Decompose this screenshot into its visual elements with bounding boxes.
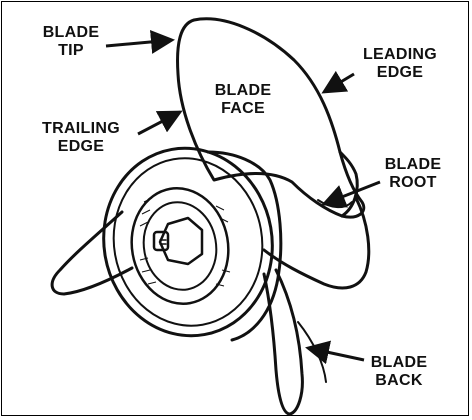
leading-edge-arrow bbox=[324, 74, 354, 92]
label-blade-root: BLADE ROOT bbox=[378, 156, 448, 192]
label-blade-back: BLADE BACK bbox=[364, 354, 434, 390]
label-blade-tip: BLADE TIP bbox=[36, 24, 106, 60]
trailing-edge-arrow bbox=[138, 112, 180, 134]
diagram-frame: BLADE TIP LEADING EDGE BLADE FACE TRAILI… bbox=[1, 1, 469, 416]
hub-nut bbox=[160, 218, 202, 264]
left-blade bbox=[52, 212, 132, 294]
label-blade-face: BLADE FACE bbox=[208, 82, 278, 118]
blade-back-arrow bbox=[308, 348, 364, 360]
label-trailing-edge: TRAILING EDGE bbox=[26, 120, 136, 156]
blade-tip-arrow bbox=[106, 40, 172, 46]
label-leading-edge: LEADING EDGE bbox=[352, 46, 448, 82]
